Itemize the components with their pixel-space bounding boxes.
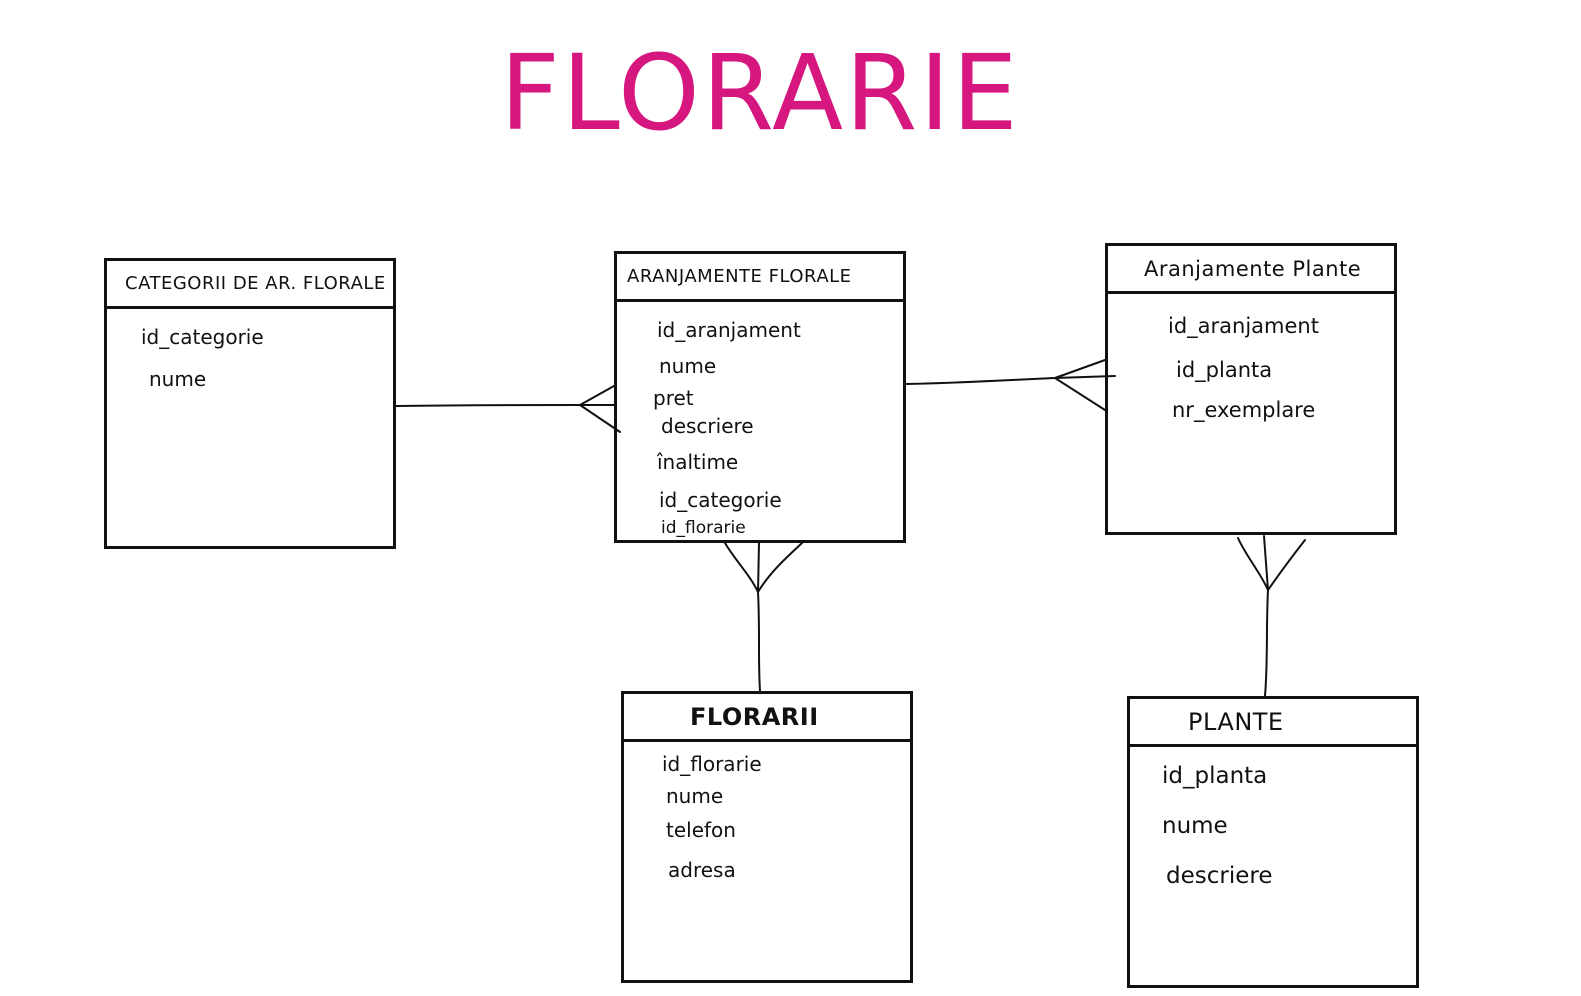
diagram-title: FLORARIE <box>500 32 1020 154</box>
attribute-id-florarie: id_florarie <box>661 518 746 538</box>
attribute-nr-exemplare: nr_exemplare <box>1172 398 1316 422</box>
attribute-nume: nume <box>1162 813 1228 839</box>
attribute-telefon: telefon <box>666 818 736 842</box>
entity-florarii[interactable]: FLORARII id_florarie nume telefon adresa <box>621 691 913 983</box>
attribute-descriere: descriere <box>661 414 754 438</box>
relation-categorii-aranjamente-line <box>395 404 581 407</box>
relation-categorii-aranjamente-crowfoot <box>579 385 621 433</box>
attribute-adresa: adresa <box>668 858 736 882</box>
attribute-id-florarie: id_florarie <box>662 752 762 776</box>
entity-categorii-header: CATEGORII DE AR. FLORALE <box>107 261 393 309</box>
entity-plante[interactable]: PLANTE id_planta nume descriere <box>1127 696 1419 988</box>
entity-aranjamente-florale[interactable]: ARANJAMENTE FLORALE id_aranjament nume p… <box>614 251 906 543</box>
relation-florarii-aranjamente-line <box>757 591 761 692</box>
attribute-nume: nume <box>659 354 717 378</box>
entity-aranjamente-florale-header: ARANJAMENTE FLORALE <box>617 254 903 302</box>
attribute-inaltime: înaltime <box>657 450 739 474</box>
entity-categorii[interactable]: CATEGORII DE AR. FLORALE id_categorie nu… <box>104 258 396 549</box>
attribute-id-aranjament: id_aranjament <box>1168 314 1319 338</box>
attribute-id-planta: id_planta <box>1162 763 1268 789</box>
attribute-id-categorie: id_categorie <box>659 488 782 512</box>
attribute-nume: nume <box>666 784 724 808</box>
attribute-id-aranjament: id_aranjament <box>657 318 801 342</box>
relation-plante-aranjamenteplante-crowfoot <box>1237 535 1306 591</box>
relation-florarii-aranjamente-crowfoot <box>724 542 803 593</box>
relation-plante-aranjamenteplante-line <box>1264 589 1269 697</box>
entity-florarii-header: FLORARII <box>624 694 910 742</box>
relation-aranjamente-aranjamenteplante-crowfoot <box>1054 359 1106 411</box>
attribute-pret: pret <box>653 386 694 410</box>
relation-aranjamente-aranjamenteplante-line <box>905 375 1116 385</box>
attribute-id-categorie: id_categorie <box>141 325 264 349</box>
entity-aranjamente-plante-header: Aranjamente Plante <box>1108 246 1394 294</box>
entity-plante-header: PLANTE <box>1130 699 1416 747</box>
entity-aranjamente-plante[interactable]: Aranjamente Plante id_aranjament id_plan… <box>1105 243 1397 535</box>
attribute-descriere: descriere <box>1166 863 1273 889</box>
attribute-id-planta: id_planta <box>1176 358 1273 382</box>
attribute-nume: nume <box>149 367 207 391</box>
